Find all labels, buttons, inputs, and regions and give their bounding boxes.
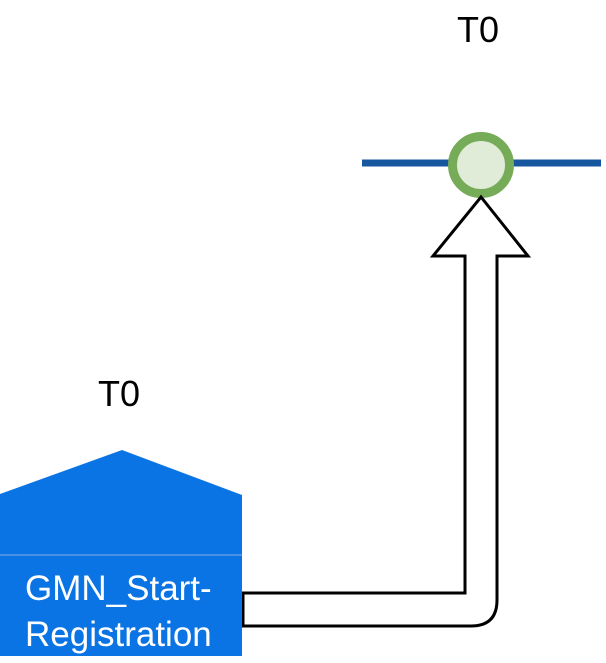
timeline-event-time-label: T0 [456,9,499,50]
event-node-circle [448,132,514,198]
start-block-time-label: T0 [97,373,140,414]
flow-arrow [241,194,532,628]
start-block-title-line2: Registration [25,615,212,654]
start-block-shape [0,450,242,656]
start-block-title: GMN_Start- Registration [25,566,212,658]
start-block-title-line1: GMN_Start- [25,569,212,608]
